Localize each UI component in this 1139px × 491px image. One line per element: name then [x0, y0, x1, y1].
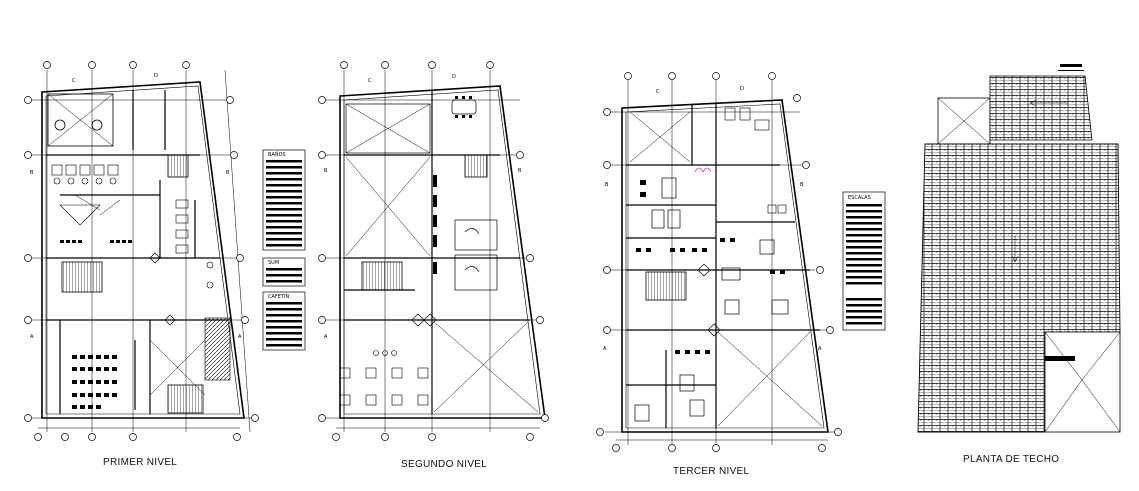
s-grid-label-b-right: B [518, 168, 522, 174]
plan-segundo-nivel: B B A C D [318, 61, 549, 441]
grid-label-a: A [30, 334, 34, 340]
legend-t-box1-title: ESCALAS [848, 195, 871, 201]
grid-label-d: D [154, 73, 158, 79]
legend-primer-nivel: BAÑOS SUM CAFETIN [262, 149, 306, 351]
t-grid-label-a: A [603, 346, 607, 352]
grid-label-b-right: B [226, 170, 230, 176]
s-grid-label-d: D [452, 74, 456, 80]
plan-primer-nivel: A A B B C D [24, 61, 259, 441]
s-grid-label-a: A [324, 334, 328, 340]
plan-tercer-nivel: B B A A C D [596, 72, 842, 452]
caption-primer-nivel: PRIMER NIVEL [103, 457, 178, 468]
t-grid-label-c: C [656, 89, 660, 95]
t-grid-label-b: B [605, 182, 609, 188]
legend-box2-title: SUM [268, 260, 279, 266]
plan-planta-de-techo [917, 64, 1121, 433]
legend-tercer-nivel: ESCALAS [842, 191, 886, 331]
caption-tercer-nivel: TERCER NIVEL [673, 466, 750, 477]
grid-label-a-right: A [238, 334, 242, 340]
t-grid-label-b-right: B [800, 182, 804, 188]
caption-segundo-nivel: SEGUNDO NIVEL [401, 459, 488, 470]
caption-planta-de-techo: PLANTA DE TECHO [963, 454, 1060, 465]
s-grid-label-b: B [324, 168, 328, 174]
s-grid-label-c: C [368, 78, 372, 84]
t-grid-label-d: D [740, 86, 744, 92]
legend-box3-title: CAFETIN [268, 294, 289, 300]
grid-label-c: C [72, 78, 76, 84]
t-grid-label-a-right: A [818, 346, 822, 352]
legend-box1-title: BAÑOS [268, 151, 286, 158]
grid-label-b: B [30, 170, 34, 176]
